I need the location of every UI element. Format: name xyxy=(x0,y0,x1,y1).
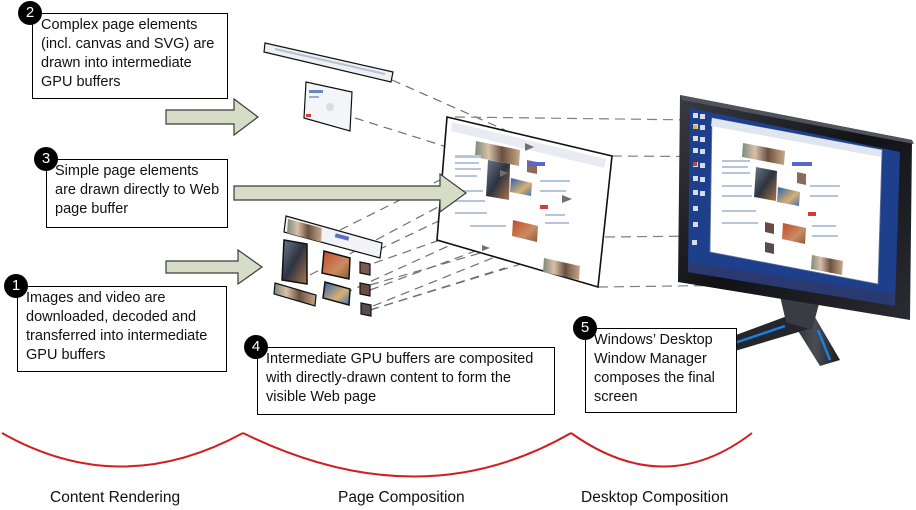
callout-complex-elements: Complex page elements (incl. canvas and … xyxy=(32,13,228,99)
callout-text: Intermediate GPU buffers are composited … xyxy=(266,351,534,405)
phase-label-content-rendering: Content Rendering xyxy=(50,489,181,506)
gpu-buffer-small-thumb-2 xyxy=(359,282,371,297)
gpu-buffer-bottom-strip xyxy=(273,282,317,307)
gpu-buffer-svg-panel xyxy=(303,81,353,132)
step-badge-4: 4 xyxy=(244,335,268,359)
callout-simple-elements: Simple page elements are drawn directly … xyxy=(46,159,228,228)
page-composition-curve xyxy=(242,432,572,478)
phase-label-page-composition: Page Composition xyxy=(338,489,465,506)
gpu-buffer-basketball-photo xyxy=(321,250,351,280)
step-badge-5: 5 xyxy=(573,316,597,340)
gpu-buffer-thumbnail-strip xyxy=(283,215,383,259)
desktop-composition-curve xyxy=(570,432,753,468)
callout-desktop-window-manager: Windows’ Desktop Window Manager composes… xyxy=(585,328,737,413)
phase-label-desktop-composition: Desktop Composition xyxy=(581,489,729,506)
gpu-buffer-athlete-photo xyxy=(281,239,308,285)
gpu-buffer-small-thumb-3 xyxy=(360,302,372,317)
composited-web-page xyxy=(436,116,613,289)
desktop-monitor xyxy=(678,95,914,366)
arrow-simple-to-page xyxy=(233,172,468,214)
arrow-complex-to-buffers xyxy=(165,97,259,137)
gpu-buffer-pool-photo xyxy=(322,281,351,306)
gpu-buffer-toolbar-strip xyxy=(263,42,394,83)
callout-text: Windows’ Desktop Window Manager composes… xyxy=(594,332,715,405)
callout-text: Images and video are downloaded, decoded… xyxy=(26,290,208,363)
arrow-media-to-buffers xyxy=(165,248,264,286)
step-badge-2: 2 xyxy=(18,1,42,25)
step-badge-1: 1 xyxy=(4,274,28,298)
callout-text: Complex page elements (incl. canvas and … xyxy=(41,17,215,90)
phase-curves xyxy=(1,432,753,478)
callout-text: Simple page elements are drawn directly … xyxy=(55,163,220,217)
step-badge-3: 3 xyxy=(34,147,58,171)
callout-images-video: Images and video are downloaded, decoded… xyxy=(17,286,227,372)
gpu-buffer-small-thumb-1 xyxy=(359,261,371,276)
callout-composition: Intermediate GPU buffers are composited … xyxy=(257,347,555,415)
content-rendering-curve xyxy=(1,432,244,468)
